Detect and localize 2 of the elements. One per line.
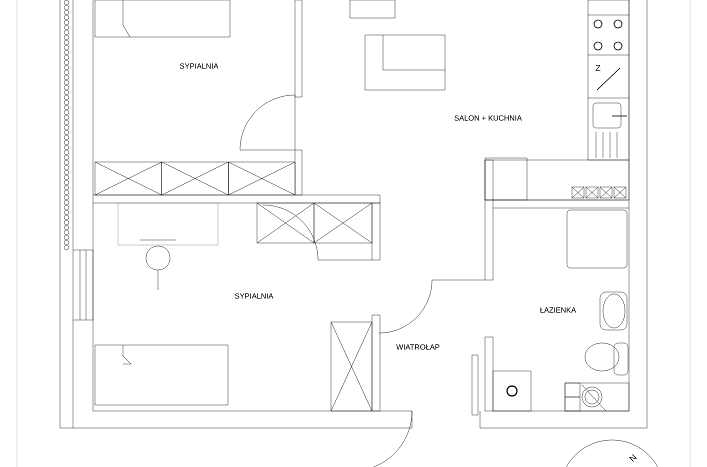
room-label: Z — [596, 65, 600, 71]
room-label: N — [629, 454, 637, 462]
